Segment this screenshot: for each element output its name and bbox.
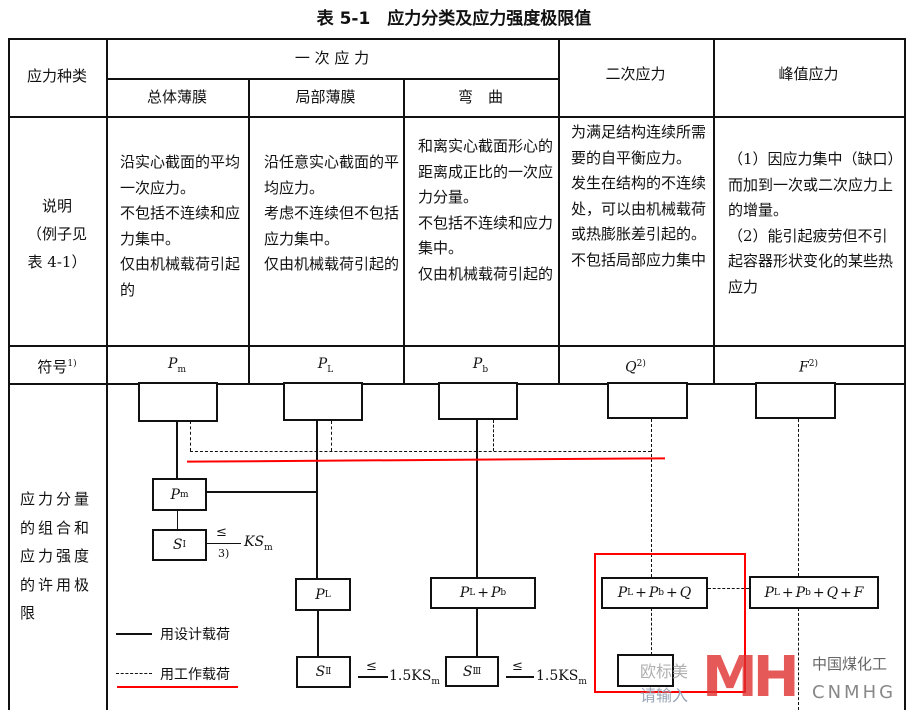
dashed-connector bbox=[798, 608, 799, 710]
symbol-q: Q2) bbox=[625, 359, 646, 376]
explanation-secondary: 为满足结构连续所需要的自平衡应力。 发生在结构的不连续处，可以由机械载荷或热膨胀… bbox=[571, 123, 707, 269]
watermark-wechat: 欧标美 bbox=[640, 662, 689, 681]
connector bbox=[206, 491, 317, 493]
s1-limit: KSm bbox=[244, 534, 273, 553]
s2-comparison: ≤ bbox=[366, 659, 377, 674]
f-top-box bbox=[755, 382, 836, 419]
col-divider bbox=[8, 38, 10, 710]
header-category: 应力种类 bbox=[26, 67, 87, 85]
pb-top-box bbox=[438, 382, 518, 420]
dashed-connector bbox=[190, 451, 651, 452]
col-divider bbox=[713, 38, 715, 383]
explanation-bending: 和离实心截面形心的距离成正比的一次应力分量。 不包括不连续和应力集中。 仅由机械… bbox=[418, 137, 554, 283]
legend-solid-line bbox=[116, 633, 152, 635]
diagram-label: 应力分量的组合和应力强度的许用极限 bbox=[20, 490, 93, 622]
dashed-connector bbox=[798, 419, 799, 576]
symbol-label: 符号1) bbox=[37, 358, 77, 376]
watermark-input: 请输入 bbox=[640, 686, 689, 705]
connector bbox=[207, 543, 241, 545]
header-secondary: 二次应力 bbox=[605, 65, 666, 83]
watermark-cn: 中国煤化工 bbox=[812, 655, 888, 673]
legend-dashed-label: 用工作载荷 bbox=[160, 667, 230, 683]
red-underline bbox=[117, 686, 238, 688]
header-local-membrane: 局部薄膜 bbox=[295, 88, 356, 106]
symbol-pm: Pm bbox=[168, 356, 186, 375]
row-divider bbox=[8, 116, 905, 118]
col-divider bbox=[558, 38, 560, 383]
connector bbox=[476, 420, 478, 578]
q-top-box bbox=[607, 382, 688, 419]
connector bbox=[476, 608, 478, 656]
explanation-local-membrane: 沿任意实心截面的平均应力。 考虑不连续但不包括应力集中。 仅由机械载荷引起的 bbox=[264, 153, 400, 273]
connector bbox=[358, 676, 388, 678]
symbol-pl: PL bbox=[317, 356, 334, 375]
red-highlight-box bbox=[594, 553, 746, 693]
col-divider bbox=[248, 78, 250, 383]
header-bending: 弯 曲 bbox=[457, 88, 503, 106]
col-divider bbox=[106, 38, 108, 710]
dashed-connector bbox=[190, 421, 191, 451]
s3-limit: 1.5KSm bbox=[536, 668, 587, 687]
pm-top-box bbox=[138, 382, 218, 422]
connector bbox=[506, 676, 534, 678]
col-divider bbox=[904, 38, 906, 710]
table-title: 表 5-1 应力分类及应力强度极限值 bbox=[316, 9, 592, 29]
header-peak: 峰值应力 bbox=[778, 65, 839, 83]
row-divider bbox=[8, 345, 905, 347]
dashed-connector bbox=[708, 588, 749, 589]
header-primary: 一 次 应 力 bbox=[294, 49, 370, 67]
dashed-connector bbox=[493, 420, 494, 451]
legend-solid-label: 用设计载荷 bbox=[160, 627, 230, 643]
col-divider bbox=[403, 78, 405, 383]
dashed-connector bbox=[651, 608, 652, 655]
pl-top-box bbox=[283, 382, 363, 421]
dashed-connector bbox=[331, 421, 332, 451]
dashed-connector bbox=[651, 419, 652, 577]
connector bbox=[316, 420, 318, 578]
connector bbox=[177, 510, 179, 530]
row-divider bbox=[106, 78, 558, 80]
symbol-pb: Pb bbox=[472, 356, 489, 375]
explanation-label: 说明 （例子见 表 4-1） bbox=[26, 197, 87, 271]
symbol-f: F2) bbox=[799, 359, 818, 376]
s1-comparison: ≤ bbox=[216, 525, 227, 540]
legend-dashed-line bbox=[116, 673, 152, 674]
header-general-membrane: 总体薄膜 bbox=[146, 88, 207, 106]
table-border-top bbox=[8, 38, 905, 40]
s3-comparison: ≤ bbox=[512, 659, 523, 674]
explanation-general-membrane: 沿实心截面的平均一次应力。 不包括不连续和应力集中。 仅由机械载荷引起的 bbox=[120, 153, 241, 299]
explanation-peak: （1）因应力集中（缺口）而加到一次或二次应力上的增量。 （2）能引起疲劳但不引起… bbox=[728, 150, 896, 296]
red-annotation-line bbox=[186, 457, 666, 463]
connector bbox=[176, 421, 178, 479]
connector bbox=[317, 610, 319, 657]
watermark-logo: MH bbox=[702, 645, 800, 710]
watermark-en: CNMHG bbox=[812, 682, 897, 703]
s2-limit: 1.5KSm bbox=[389, 668, 440, 687]
s1-note: 3) bbox=[218, 547, 230, 560]
s4-box bbox=[617, 654, 674, 687]
